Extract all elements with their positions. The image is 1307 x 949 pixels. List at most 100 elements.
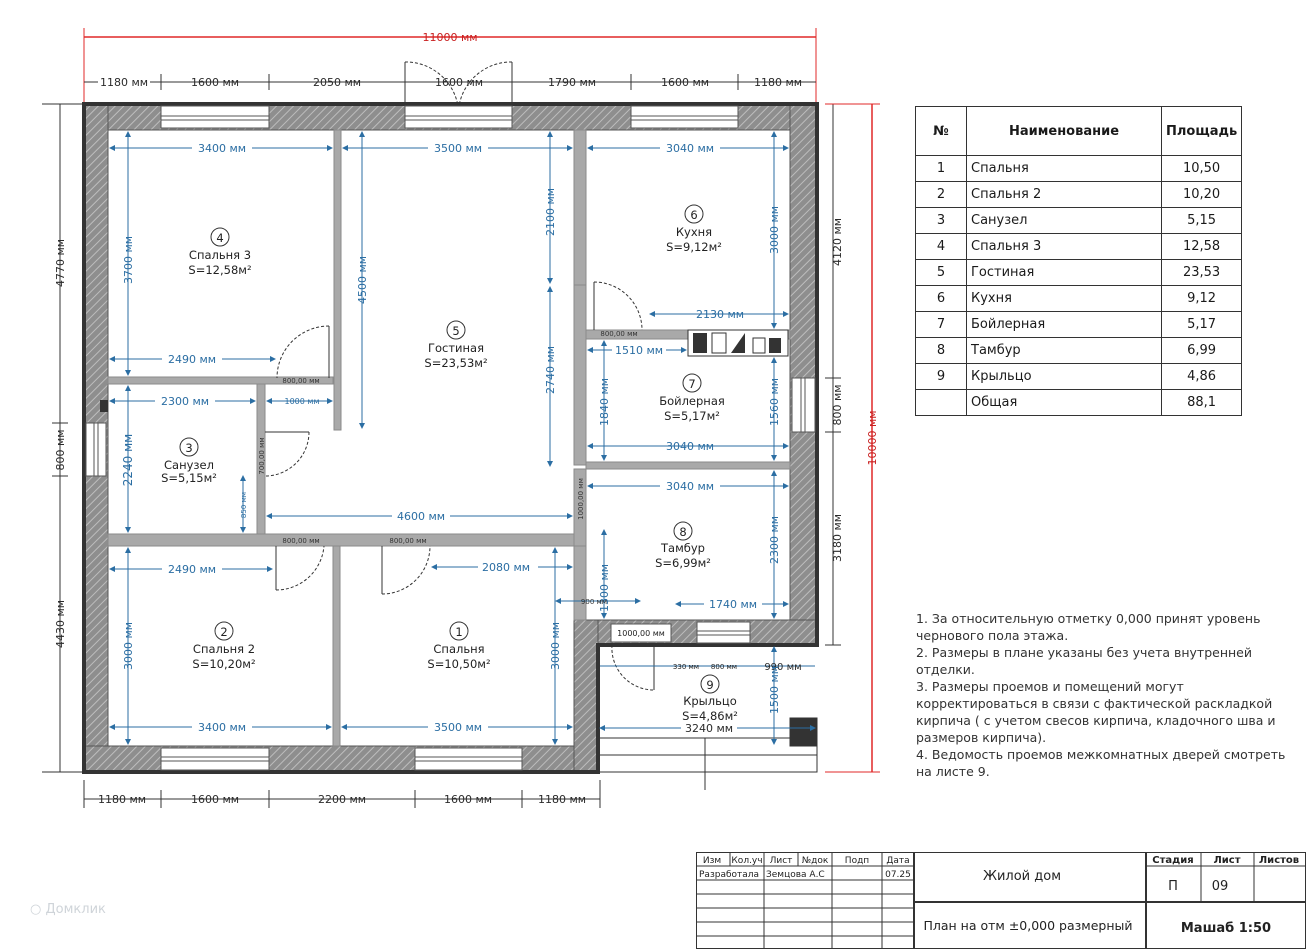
dim-2100: 2100 мм: [544, 188, 557, 236]
dim-2240: 2240 мм: [121, 434, 135, 486]
windows: [85, 105, 816, 771]
dim-3400-top: 3400 мм: [198, 142, 246, 155]
door-label-a: 800,00 мм: [282, 377, 319, 385]
dim-330: 330 мм: [673, 663, 699, 671]
room-6-name: Кухня: [676, 225, 712, 239]
top-dimensions: 1180 мм 1600 мм 2050 мм 1600 мм 1790 мм …: [84, 62, 816, 104]
room-8-area: S=6,99м²: [655, 556, 711, 570]
top-dim-4: 1600 мм: [435, 76, 483, 89]
bottom-dimensions: 1180 мм 1600 мм 2200 мм 1600 мм 1180 мм: [83, 780, 601, 808]
stamp-developer: Земцова А.С: [766, 870, 825, 880]
bottom-dim-4: 1600 мм: [444, 793, 492, 806]
room-2-area: S=10,20м²: [192, 657, 255, 671]
stamp-sheet-header: Лист: [1213, 855, 1240, 866]
dim-1560: 1560 мм: [768, 378, 781, 426]
right-dimensions: 4120 мм 800 мм 3180 мм: [825, 103, 880, 646]
stamp-date: 07.25: [885, 870, 911, 880]
right-total-label: 10000 мм: [866, 410, 879, 465]
bottom-dim-2: 1600 мм: [191, 793, 239, 806]
dim-1500: 1500 мм: [768, 666, 781, 714]
dim-800-small: 800 мм: [711, 663, 737, 671]
svg-text:6: 6: [690, 208, 697, 222]
door-labels: 800,00 мм 800,00 мм 800,00 мм 800,00 мм …: [258, 330, 672, 643]
room-5-area: S=23,53м²: [424, 356, 487, 370]
dim-3040-vestibule: 3040 мм: [666, 480, 714, 493]
porch-steps: [597, 717, 818, 790]
svg-text:5: 5: [452, 324, 459, 338]
left-dimensions: 4770 мм 800 мм 4430 мм: [42, 103, 84, 773]
dim-3500-top: 3500 мм: [434, 142, 482, 155]
top-total-label: 11000 мм: [422, 31, 477, 44]
dim-3700: 3700 мм: [122, 236, 135, 284]
header-name: Наименование: [966, 106, 1162, 156]
stamp-stage: П: [1168, 879, 1178, 894]
top-dim-7: 1180 мм: [754, 76, 802, 89]
stamp-sheets-header: Листов: [1259, 855, 1299, 866]
svg-text:7: 7: [688, 377, 695, 391]
room-3-label: 3 Санузел S=5,15м²: [161, 437, 217, 485]
top-dim-3: 2050 мм: [313, 76, 361, 89]
stamp-developed-label: Разработала: [699, 870, 759, 880]
top-dim-2: 1600 мм: [191, 76, 239, 89]
stamp-header-data: Дата: [886, 856, 909, 866]
left-dim-3: 4430 мм: [54, 600, 67, 648]
room-4-label: 4 Спальня 3 S=12,58м²: [188, 227, 252, 277]
dim-1840: 1840 мм: [598, 378, 611, 426]
top-dim-5: 1790 мм: [548, 76, 596, 89]
table-header-row: № Наименование Площадь: [915, 106, 1243, 156]
dim-3040-boiler: 3040 мм: [666, 440, 714, 453]
dim-2300-bath: 2300 мм: [161, 395, 209, 408]
title-block: Изм Кол.уч Лист №док Подп Дата Разработа…: [696, 852, 1306, 949]
door-label-f: 1000,00 мм: [577, 478, 585, 520]
room-1-label: 1 Спальня S=10,50м²: [427, 621, 491, 671]
room-1-area: S=10,50м²: [427, 657, 490, 671]
stamp-stage-header: Стадия: [1152, 855, 1193, 866]
room-8-label: 8 Тамбур S=6,99м²: [655, 521, 711, 570]
exterior-walls: [82, 102, 819, 774]
svg-text:1: 1: [455, 625, 462, 639]
door-label-g: 1000,00 мм: [617, 629, 665, 638]
dim-3500-bottom: 3500 мм: [434, 721, 482, 734]
top-dim-1: 1180 мм: [100, 76, 148, 89]
dim-4600: 4600 мм: [397, 510, 445, 523]
room-2-label: 2 Спальня 2 S=10,20м²: [192, 621, 256, 671]
note-1: 1. За относительную отметку 0,000 принят…: [916, 611, 1261, 643]
svg-text:4: 4: [216, 231, 223, 245]
door-label-i: 900 мм: [581, 598, 607, 606]
room-2-name: Спальня 2: [193, 642, 255, 656]
boiler-equipment: [687, 329, 789, 357]
dim-2300-vestibule: 2300 мм: [768, 516, 781, 564]
room-3-area: S=5,15м²: [161, 471, 217, 485]
room-3-name: Санузел: [164, 458, 214, 472]
dim-3000-bedroom1: 3000 мм: [549, 622, 562, 670]
door-label-b: 800,00 мм: [600, 330, 637, 338]
dim-2080: 2080 мм: [482, 561, 530, 574]
dim-850: 850 мм: [240, 492, 248, 518]
svg-text:2: 2: [220, 625, 227, 639]
stamp-header-izm: Изм: [703, 856, 721, 866]
door-label-h: 700,00 мм: [258, 437, 266, 474]
dim-1300: 1300 мм: [598, 564, 611, 612]
room-6-area: S=9,12м²: [666, 240, 722, 254]
watermark: ○ Домклик: [30, 902, 106, 917]
header-number: №: [915, 106, 967, 156]
stamp-header-koluch: Кол.уч: [731, 856, 762, 866]
dim-990: 990 мм: [764, 662, 801, 673]
note-3: 3. Размеры проемов и помещений могут кор…: [916, 679, 1276, 745]
dim-3400-bottom: 3400 мм: [198, 721, 246, 734]
watermark-icon: ○: [30, 902, 42, 917]
interior-dimension-labels: 3400 мм 3500 мм 3040 мм 3700 мм 4500 мм …: [121, 141, 802, 735]
dim-1740: 1740 мм: [709, 598, 757, 611]
stamp-scale: Машаб 1:50: [1181, 921, 1271, 936]
bottom-dim-3: 2200 мм: [318, 793, 366, 806]
right-total-dimension: 10000 мм: [825, 103, 880, 773]
right-dim-2: 800 мм: [831, 384, 844, 425]
dim-2490-bedroom3: 2490 мм: [168, 353, 216, 366]
stamp-project: Жилой дом: [983, 869, 1061, 884]
